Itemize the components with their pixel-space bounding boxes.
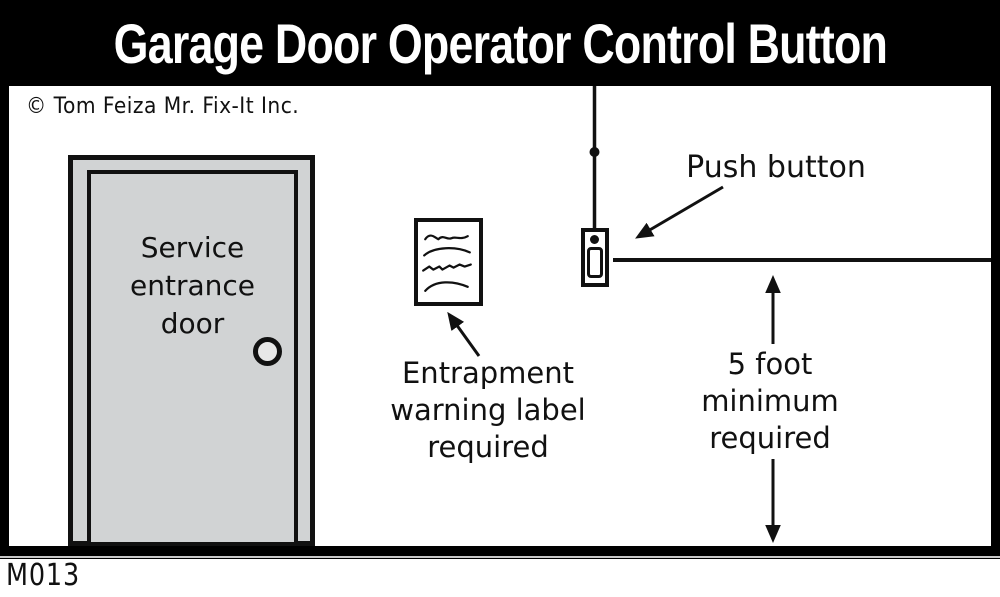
title-band: Garage Door Operator Control Button <box>0 0 1000 86</box>
five-foot-clearance-label: 5 foot minimum required <box>701 347 839 455</box>
push-button-dot <box>590 234 599 244</box>
entrapment-warning-label-card <box>414 218 483 306</box>
frame-border-right <box>991 86 1000 559</box>
frame-border-left <box>0 86 9 559</box>
service-door-label: Service entrance door <box>130 231 255 340</box>
floor-seam-line <box>0 556 1000 558</box>
entrapment-arrow <box>447 311 481 357</box>
doorknob-icon <box>253 337 282 366</box>
copyright-text: © Tom Feiza Mr. Fix-It Inc. <box>26 94 300 119</box>
wire-junction-dot <box>589 147 600 157</box>
frame-border-bottom-floor <box>0 546 1000 559</box>
diagram-code: M013 <box>6 558 81 593</box>
label-text-squiggles-icon <box>422 234 472 292</box>
page-title: Garage Door Operator Control Button <box>113 11 887 75</box>
entrapment-warning-label-caption: Entrapment warning label required <box>390 356 586 464</box>
push-button-key <box>587 247 603 278</box>
push-button-label: Push button <box>686 150 866 185</box>
push-button-arrow <box>635 185 724 239</box>
